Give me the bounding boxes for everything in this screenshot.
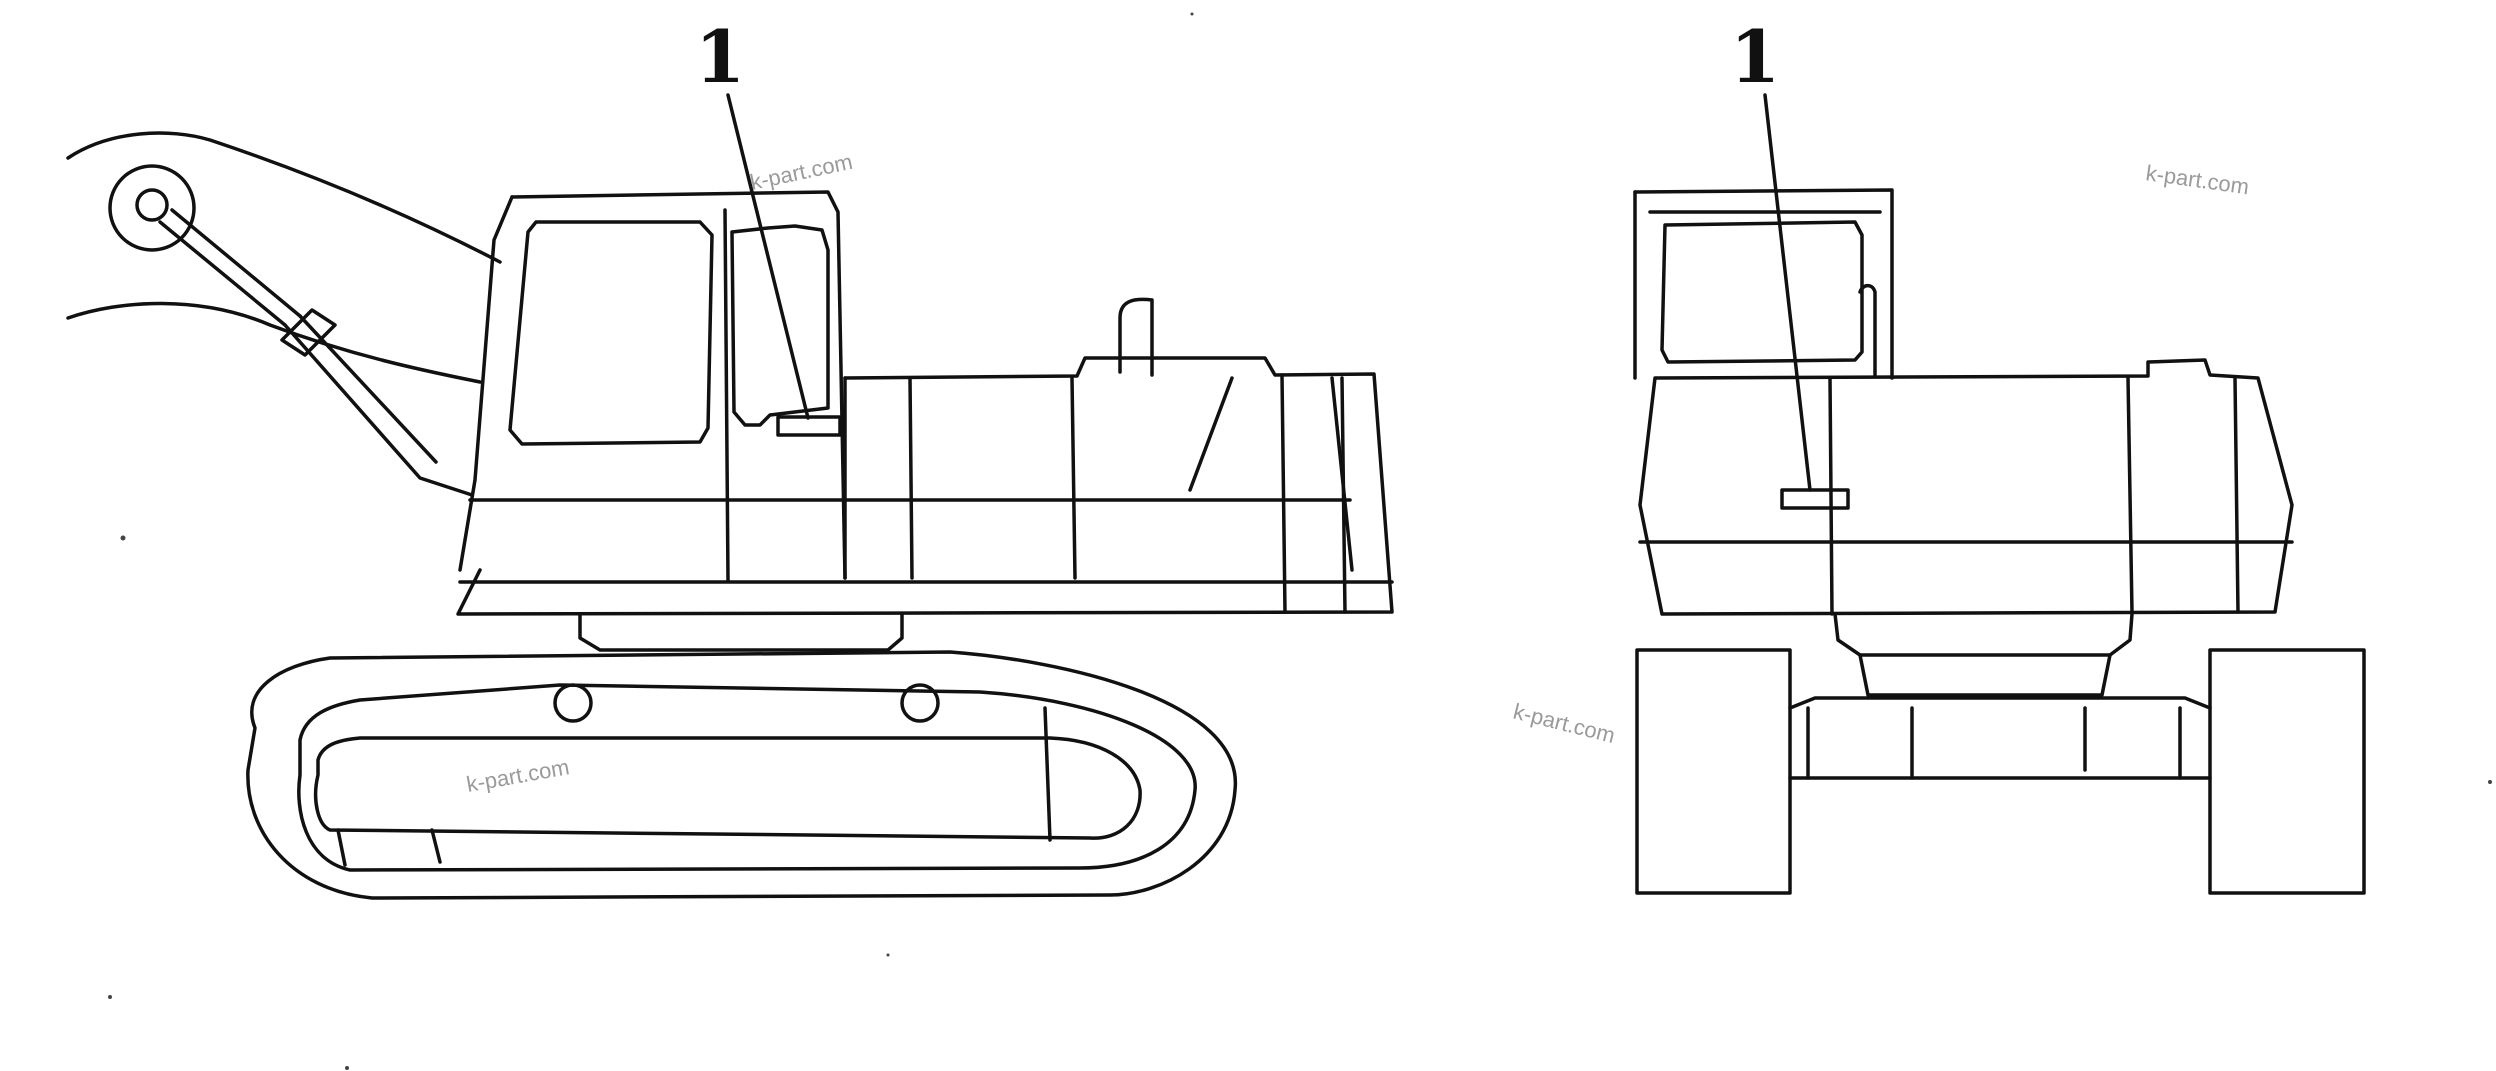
scan-specks: [108, 12, 2492, 1070]
rear-view-excavator: 1: [1633, 14, 2366, 895]
cab: [458, 190, 847, 582]
track-assembly: [246, 650, 1237, 900]
boom-cylinder: [158, 208, 474, 497]
rear-cab: [1633, 188, 1894, 380]
rear-upper-body: [1638, 358, 2294, 616]
side-callout-leader: [726, 93, 810, 420]
rear-callout-leader: [1763, 93, 1812, 492]
watermark-text: k-part.com: [2144, 160, 2250, 199]
rear-undercarriage: [1635, 648, 2366, 895]
rear-decal-plate: [1780, 488, 1850, 510]
watermark-text: k-part.com: [465, 754, 572, 797]
side-callout-number: 1: [695, 14, 745, 99]
swing-bearing: [578, 612, 904, 652]
watermark-text: k-part.com: [748, 149, 855, 195]
side-view-excavator: 1: [66, 14, 1394, 900]
side-decal-plate: [776, 415, 842, 437]
rear-callout-number: 1: [1730, 14, 1780, 99]
rear-swing-base: [1833, 612, 2134, 697]
watermark-text: k-part.com: [1511, 699, 1618, 748]
boom: [66, 131, 502, 384]
upper-body: [456, 297, 1394, 616]
